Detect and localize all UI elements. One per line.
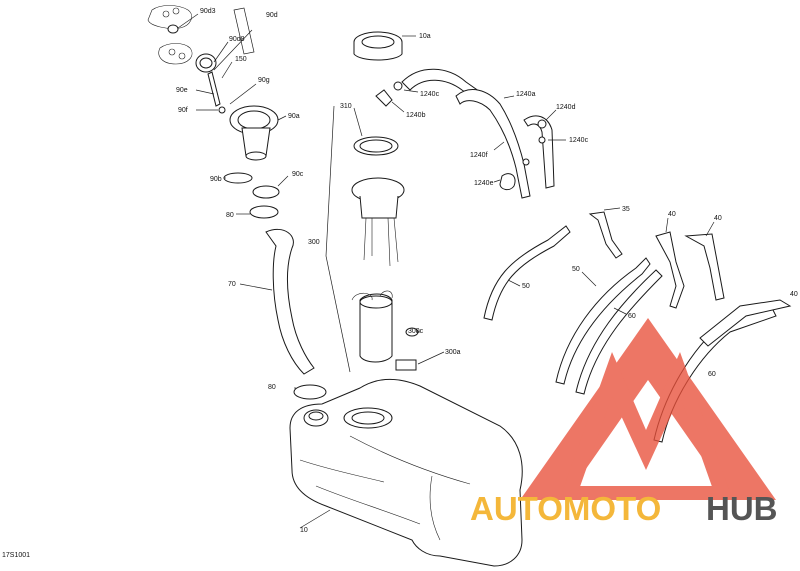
label-300a: 300a	[445, 349, 461, 356]
label-300c: 300c	[408, 328, 424, 335]
label-40-c: 40	[790, 291, 798, 298]
gasket-cluster-90d3	[147, 5, 193, 65]
label-90b: 90b	[210, 176, 222, 183]
part-90a-filler-neck	[229, 105, 279, 161]
part-10a-lock-ring	[353, 31, 403, 61]
label-70: 70	[228, 281, 236, 288]
part-10-fuel-tank	[289, 378, 523, 567]
label-1240c-top: 1240c	[420, 91, 440, 98]
label-90d3: 90d3	[200, 8, 216, 15]
label-300: 300	[308, 239, 320, 246]
label-1240e: 1240e	[474, 180, 494, 187]
part-1240-vent-side	[523, 115, 555, 189]
watermark-brand-right: HUB	[706, 490, 778, 527]
label-40-b: 40	[714, 215, 722, 222]
part-300a-connector	[395, 359, 417, 371]
label-90d: 90d	[266, 12, 278, 19]
label-90g: 90g	[258, 77, 270, 84]
label-60-b: 60	[708, 371, 716, 378]
label-50-b: 50	[572, 266, 580, 273]
watermark-logo	[520, 318, 776, 500]
callout-300-bracket	[325, 105, 351, 373]
leader-lines	[177, 13, 715, 529]
part-1240d-valve	[537, 119, 547, 129]
part-labels: 90d3 90d 90d8 150 90e 90g 90f 90a 90b 90…	[2, 8, 798, 559]
label-80-bottom: 80	[268, 384, 276, 391]
part-40-strap-c	[699, 299, 792, 347]
watermark-text: AUTOMOTO HUB	[470, 490, 778, 527]
part-80-clamp-bottom	[293, 384, 327, 400]
part-90d3-plug	[167, 24, 179, 34]
part-90e-rod	[207, 71, 221, 107]
label-10: 10	[300, 527, 308, 534]
label-35: 35	[622, 206, 630, 213]
watermark-brand-left: AUTOMOTO	[470, 490, 661, 527]
label-310: 310	[340, 103, 352, 110]
label-60: 60	[628, 313, 636, 320]
label-90c: 90c	[292, 171, 304, 178]
label-1240d: 1240d	[556, 104, 576, 111]
label-80-top: 80	[226, 212, 234, 219]
diagram-code: 17S1001	[2, 552, 30, 559]
label-40-a: 40	[668, 211, 676, 218]
part-1240e-clamp	[499, 173, 516, 191]
label-90a: 90a	[288, 113, 300, 120]
part-1240c-valve	[538, 136, 546, 144]
part-90c-clamp	[252, 185, 280, 199]
label-50-a: 50	[522, 283, 530, 290]
part-40-strap-a	[655, 231, 685, 309]
part-90f-clip	[218, 106, 226, 114]
part-35-strap	[588, 211, 623, 259]
part-80-clamp-top	[249, 205, 279, 219]
label-1240b: 1240b	[406, 112, 426, 119]
label-1240f: 1240f	[470, 152, 488, 159]
part-90b-gasket	[223, 172, 253, 184]
label-150: 150	[235, 56, 247, 63]
label-1240c-right: 1240c	[569, 137, 589, 144]
part-50-strap-center	[555, 257, 651, 385]
part-1240b-fitting	[375, 89, 393, 107]
callout-90d-bracket	[213, 7, 255, 71]
part-40-strap-b	[684, 233, 725, 301]
label-90e: 90e	[176, 87, 188, 94]
part-50-strap-left	[483, 225, 571, 321]
label-90f: 90f	[178, 107, 188, 114]
label-1240a: 1240a	[516, 91, 536, 98]
part-300-pump-module	[351, 177, 405, 363]
part-1240c-clip	[393, 81, 403, 91]
label-90d8: 90d8	[229, 36, 245, 43]
part-60-strap	[575, 269, 663, 395]
part-70-hose	[265, 228, 315, 375]
part-1240a-vent-hose	[455, 89, 531, 199]
label-10a: 10a	[419, 33, 431, 40]
